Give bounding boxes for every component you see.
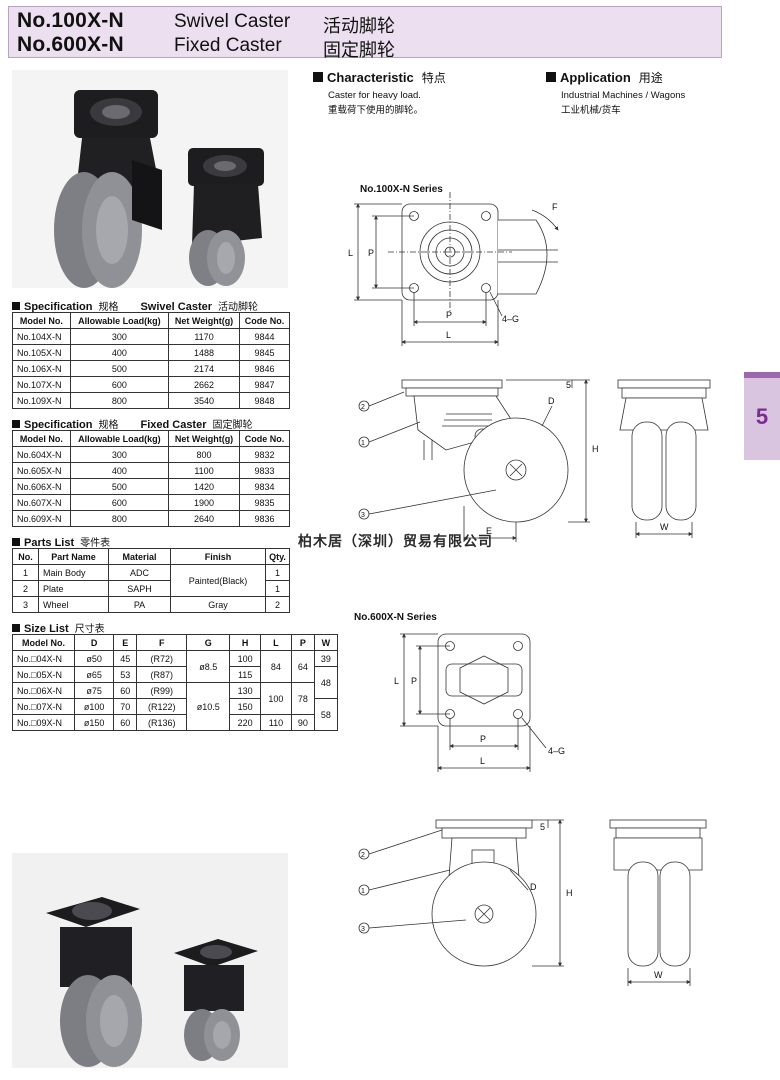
- model-fixed: No.600X-N: [17, 33, 124, 56]
- dim-label: W: [660, 522, 669, 532]
- dim-label: 4–G: [548, 746, 565, 756]
- fixed-side-view: [358, 819, 564, 967]
- name-swivel-cn: 活动脚轮: [323, 16, 395, 36]
- dim-label: D: [530, 882, 537, 892]
- dim-label: F: [552, 202, 558, 212]
- dim-label: H: [566, 888, 573, 898]
- callout-label: 3: [361, 926, 365, 933]
- callout-label: 1: [361, 440, 365, 447]
- callout-label: 3: [361, 512, 365, 519]
- title-banner: No.100X-N Swivel Caster 活动脚轮 No.600X-N F…: [8, 6, 722, 60]
- big-swivel-caster: [54, 90, 162, 288]
- dim-label: D: [548, 396, 555, 406]
- fixed-front-view: [609, 819, 707, 986]
- swivel-top-view: [354, 192, 559, 346]
- small-swivel-caster: [188, 148, 264, 286]
- dim-label: P: [446, 310, 452, 320]
- name-fixed: Fixed Caster: [174, 35, 282, 56]
- dim-label: L: [394, 676, 399, 686]
- dim-label: P: [480, 734, 486, 744]
- company-watermark: 柏木居（深圳）贸易有限公司: [298, 534, 493, 550]
- dim-label: P: [411, 676, 417, 686]
- dim-label: H: [592, 444, 599, 454]
- fixed-caster-photo: [12, 853, 288, 1068]
- callout-label: 1: [361, 888, 365, 895]
- dim-label: L: [480, 756, 485, 766]
- technical-drawings: L P P L 4–G F H 5 E D W 2 1 3 L P P L 4–…: [348, 192, 711, 986]
- model-swivel: No.100X-N: [17, 9, 124, 32]
- spec-fixed-header-row: Model No.Allowable Load(kg)Net Weight(g)…: [12, 430, 290, 447]
- finish-painted-cell: Painted(Black): [170, 564, 266, 597]
- page-section-tab[interactable]: 5: [744, 372, 780, 460]
- small-fixed-caster: [174, 939, 258, 1061]
- dim-label: W: [654, 970, 663, 980]
- dim-label: L: [348, 248, 353, 258]
- section-number: 5: [755, 404, 769, 429]
- spec-swivel-table: Model No.Allowable Load(kg)Net Weight(g)…: [12, 312, 290, 409]
- series-600-label: No.600X-N Series: [354, 612, 437, 623]
- application-text: Industrial Machines / Wagons 工业机械/货车: [561, 90, 686, 116]
- swivel-caster-photo: [12, 70, 288, 288]
- swivel-front-view: [617, 379, 711, 538]
- big-fixed-caster: [46, 897, 142, 1067]
- characteristic-text: Caster for heavy load. 重载荷下使用的脚轮。: [328, 90, 424, 116]
- dim-label: 5: [540, 822, 545, 832]
- series-100-label: No.100X-N Series: [360, 184, 443, 195]
- name-fixed-cn: 固定脚轮: [323, 40, 395, 60]
- dim-label: P: [368, 248, 374, 258]
- callout-label: 2: [361, 404, 365, 411]
- dim-label: E: [486, 526, 492, 536]
- spec-swivel-header-row: Model No.Allowable Load(kg)Net Weight(g)…: [12, 312, 290, 329]
- fixed-top-view: [400, 633, 547, 772]
- spec-fixed-table: Model No.Allowable Load(kg)Net Weight(g)…: [12, 430, 290, 527]
- dim-label: L: [446, 330, 451, 340]
- dim-label: 5: [566, 380, 571, 390]
- callout-label: 2: [361, 852, 365, 859]
- swivel-side-view: [358, 379, 590, 542]
- name-swivel: Swivel Caster: [174, 11, 291, 32]
- dim-label: 4–G: [502, 314, 519, 324]
